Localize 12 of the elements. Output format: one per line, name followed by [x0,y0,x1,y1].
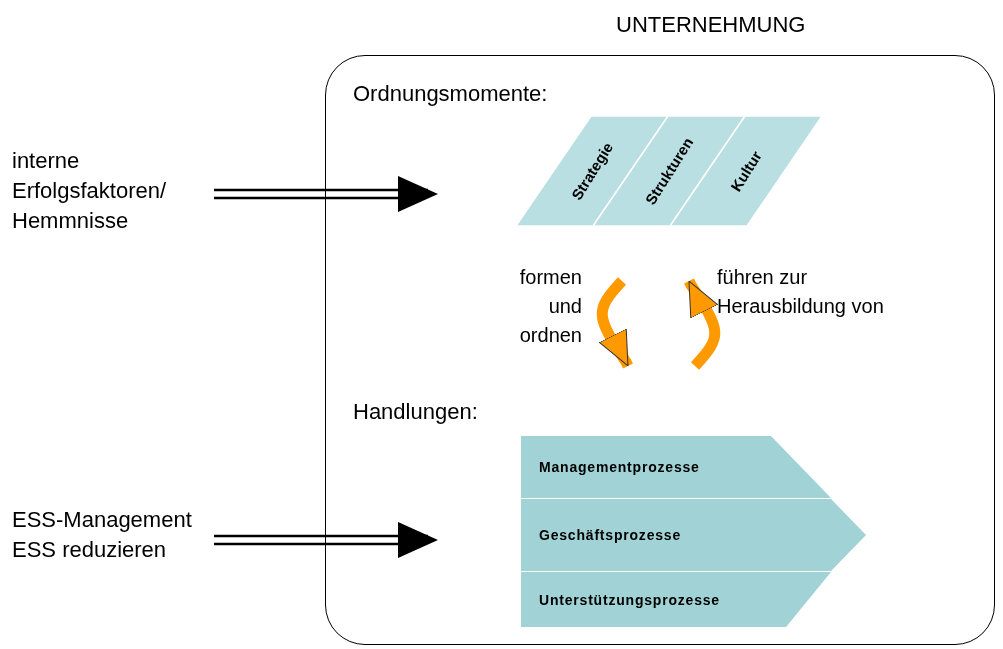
double-arrow [212,176,438,212]
edge-label: führen zur Herausbildung von [717,265,885,319]
frame-title: UNTERNEHMUNG [616,12,806,38]
input-text: ESS-Management ESS reduzieren [12,505,212,565]
process-band: Managementprozesse [521,436,831,498]
input-text: interne Erfolgsfaktoren/ Hemmnisse [12,146,212,236]
section-heading: Handlungen: [353,399,478,425]
double-arrow [212,522,438,558]
section-heading: Ordnungsmomente: [353,81,548,107]
process-band: Unterstützungsprozesse [521,572,831,627]
edge-label: formen und ordnen [518,265,582,348]
process-band: Geschäftsprozesse [521,499,866,571]
